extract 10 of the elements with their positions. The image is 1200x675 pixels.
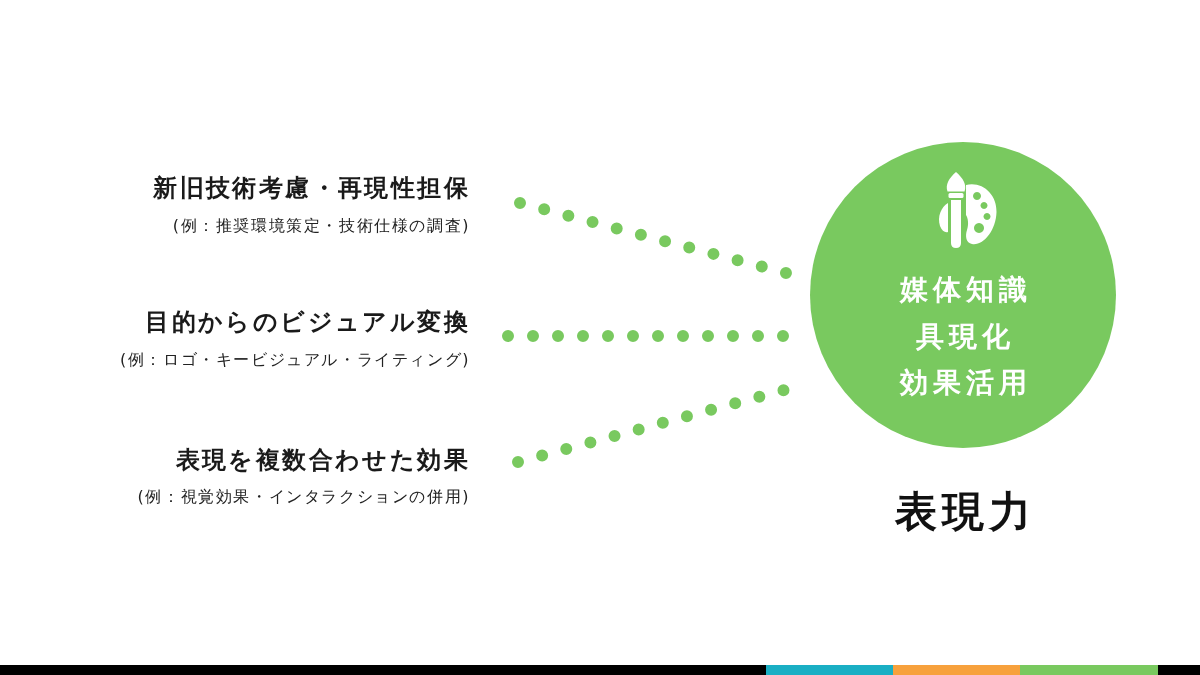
heading-text: 目的からのビジュアル変換 — [145, 307, 470, 338]
example-text: (例：推奨環境策定・技術仕様の調査) — [172, 215, 470, 237]
keyword-text: 媒体知識 — [899, 272, 1032, 308]
keyword-text: 具現化 — [916, 319, 1015, 355]
keyword-text: 効果活用 — [899, 365, 1032, 401]
heading-text: 新旧技術考慮・再現性担保 — [153, 173, 470, 204]
heading-text: 表現を複数合わせた効果 — [175, 445, 470, 476]
example-text: (例：視覚効果・インタラクションの併用) — [137, 486, 470, 508]
title-text: 表現力 — [895, 486, 1036, 538]
example-text: (例：ロゴ・キービジュアル・ライティング) — [119, 349, 470, 371]
